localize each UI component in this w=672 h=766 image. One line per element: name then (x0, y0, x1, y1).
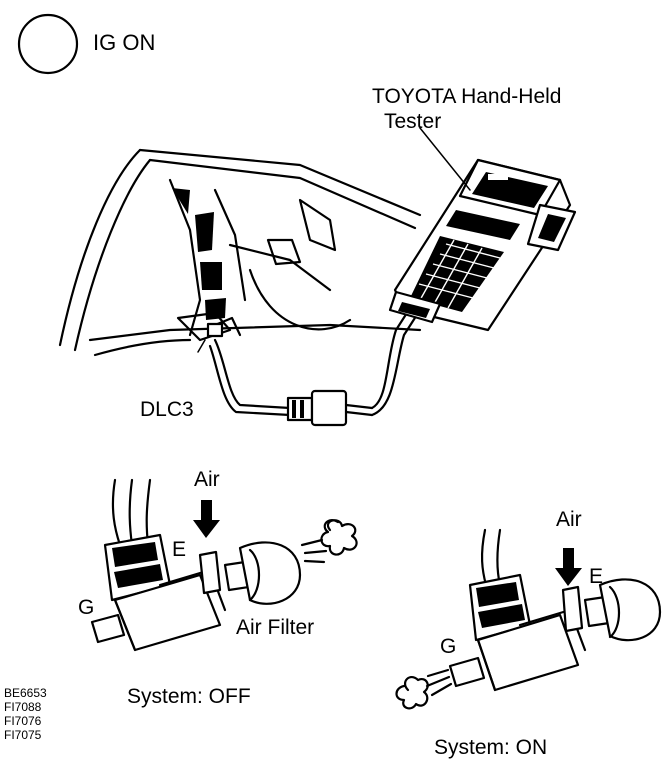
port-g-label-on: G (440, 635, 457, 658)
port-e-label-on: E (589, 565, 604, 588)
vsv-on-drawing (395, 528, 662, 710)
system-off-label: System: OFF (127, 685, 251, 708)
air-label-on: Air (556, 508, 582, 531)
tester-cable (208, 303, 422, 427)
port-e-label-off: E (172, 538, 187, 561)
hand-held-tester-icon (388, 127, 577, 332)
ignition-label: IG ON (93, 30, 156, 55)
air-label-off: Air (194, 468, 220, 491)
figure-code: FI7076 (4, 714, 42, 728)
dashboard-drawing (58, 148, 422, 357)
port-g-label-off: G (78, 596, 95, 619)
tester-label-line2: Tester (384, 110, 442, 133)
dlc3-label: DLC3 (140, 398, 194, 421)
tester-label-line1: TOYOTA Hand-Held (372, 85, 562, 108)
system-on-label: System: ON (434, 736, 548, 759)
figure-code: FI7075 (4, 728, 42, 742)
vsv-off-drawing (90, 478, 358, 652)
ignition-switch-icon (17, 13, 79, 75)
figure-code: FI7088 (4, 700, 42, 714)
air-filter-label: Air Filter (236, 616, 315, 639)
figure-code: BE6653 (4, 686, 47, 700)
